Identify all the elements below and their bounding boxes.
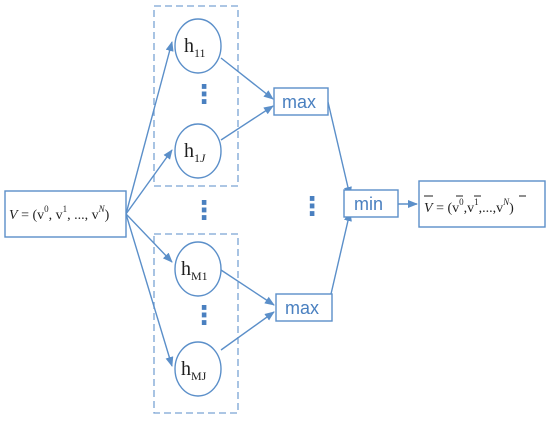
edge-input-h1J	[125, 149, 173, 215]
ellipsis-between-groups: ⋮	[191, 195, 217, 225]
edge-input-h11	[125, 41, 174, 215]
edge-max2-min	[327, 211, 352, 308]
min-box	[343, 189, 399, 218]
input-formula: V = (v0, v1, ..., vN)	[9, 204, 110, 223]
max-box-2	[275, 293, 333, 322]
node-hM1	[174, 241, 222, 297]
edge-input-hM1	[125, 213, 173, 263]
output-box	[418, 180, 546, 228]
edge-h11-max1	[220, 57, 274, 100]
edge-hM1-max2	[220, 269, 275, 306]
edge-h1J-max1	[220, 105, 274, 141]
edge-input-hMJ	[125, 213, 174, 367]
node-hM1-label: hM1	[181, 258, 208, 283]
node-h11-label: h11	[184, 35, 206, 60]
ellipsis-group-2: ⋮	[191, 300, 217, 330]
min-label: min	[354, 194, 383, 214]
input-box	[4, 190, 127, 238]
node-h11	[174, 18, 222, 74]
max-label-1: max	[282, 92, 316, 112]
node-hMJ	[174, 341, 222, 397]
ellipsis-group-1: ⋮	[191, 79, 217, 109]
max-box-1	[273, 87, 329, 116]
edge-hMJ-max2	[220, 311, 275, 351]
edge-max1-min	[327, 101, 352, 197]
node-h1J-label: h1J	[184, 140, 206, 165]
node-h1J	[174, 123, 222, 179]
ellipsis-max: ⋮	[299, 191, 325, 221]
output-formula: V = (v0,v1,...,vN)	[424, 197, 514, 216]
node-hMJ-label: hMJ	[181, 358, 207, 383]
max-label-2: max	[285, 298, 319, 318]
